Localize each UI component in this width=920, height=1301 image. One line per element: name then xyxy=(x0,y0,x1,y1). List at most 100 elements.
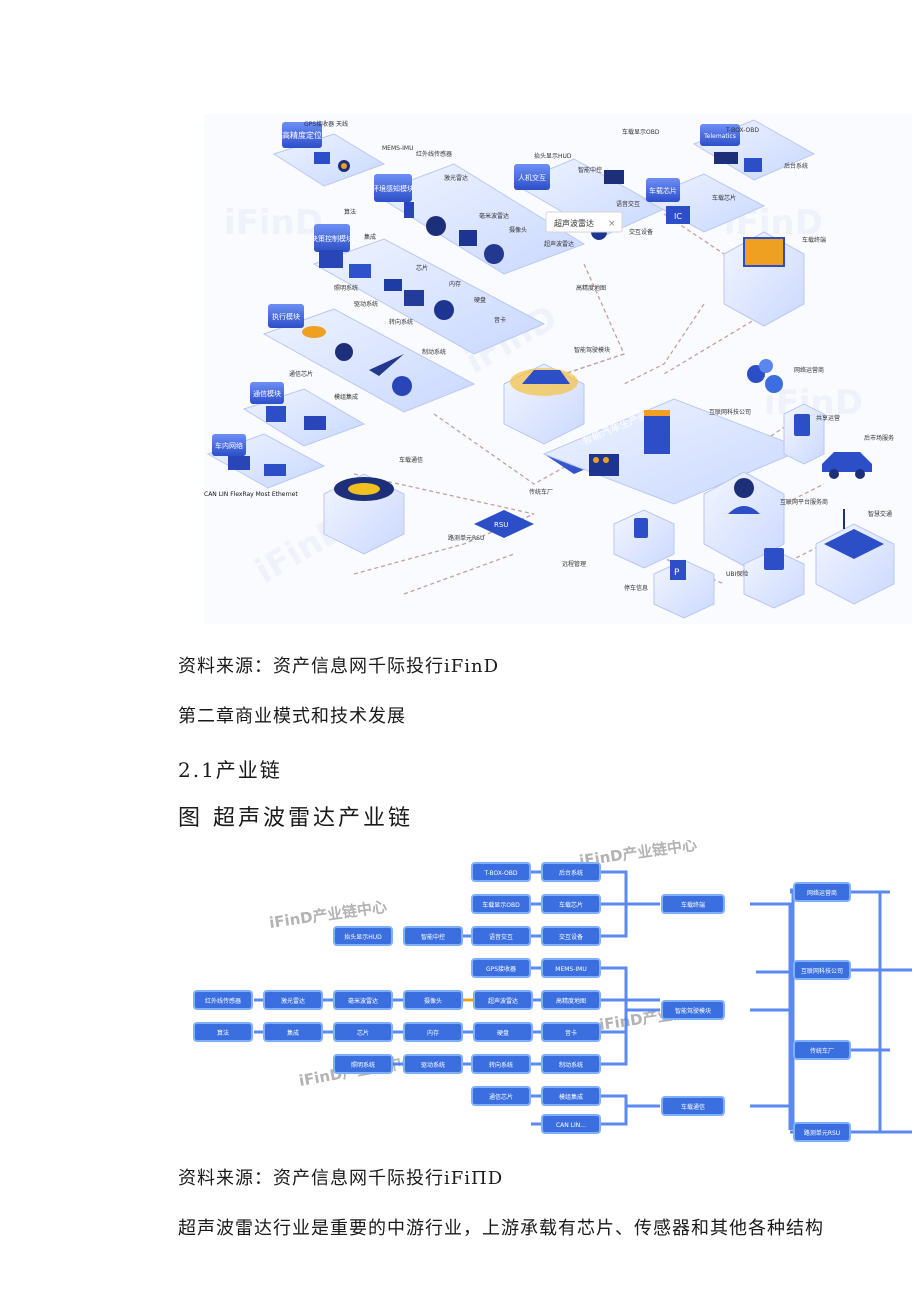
smart-driving-module: 智能驾驶模块 xyxy=(503,346,610,445)
item-label: 集成 xyxy=(364,233,376,241)
item-label: 车载通信 xyxy=(399,456,423,464)
network-operator: 网络运营商 xyxy=(747,359,824,393)
chain-node-label: 驱动系统 xyxy=(421,1061,445,1069)
chain-node: 语音交互 xyxy=(471,926,531,946)
chain-node: 网络运营商 xyxy=(793,882,851,902)
aftermarket-service: 后市场服务 xyxy=(822,434,894,479)
item-label: 硬盘 xyxy=(474,296,486,304)
chain-node: 摄像头 xyxy=(403,990,463,1010)
item-label: 停车信息 xyxy=(624,584,648,592)
item-label: 互联网科技公司 xyxy=(709,408,751,416)
svg-text:P: P xyxy=(674,568,680,578)
chain-node-label: 语音交互 xyxy=(489,933,513,941)
item-label: 互联网平台服务商 xyxy=(780,498,828,506)
chain-node-label: 制动系统 xyxy=(559,1061,583,1069)
chain-node: 车载显示OBD xyxy=(471,894,531,914)
item-label: 后台系统 xyxy=(784,162,808,170)
chain-node: 传统车厂 xyxy=(793,1040,851,1060)
chain-node: 抬头显示HUD xyxy=(333,926,393,946)
smart-traffic: 智慧交通 xyxy=(815,509,895,605)
chain-node-label: 车载显示OBD xyxy=(482,901,520,909)
item-label: GPS接收器 天线 xyxy=(304,120,348,128)
popup-card[interactable]: 超声波雷达 × xyxy=(545,211,623,233)
item-label: 激光雷达 xyxy=(444,174,468,182)
chain-node-label: 智能中控 xyxy=(421,933,445,941)
module-label: 执行模块 xyxy=(272,312,300,321)
module-label: 通信模块 xyxy=(253,389,281,398)
chain-node-label: 模组集成 xyxy=(559,1093,583,1101)
can-bus-box: 车载通信 xyxy=(323,456,423,555)
section-heading: 2.1产业链 xyxy=(178,758,282,782)
chain-node: 红外线传感器 xyxy=(193,990,253,1010)
item-label: 毫米波雷达 xyxy=(479,212,509,220)
item-label: 高精度地图 xyxy=(576,284,606,292)
chain-node: 互联网科技公司 xyxy=(793,960,851,980)
module-label: Telematics xyxy=(703,133,736,140)
parking-info: P 停车信息 xyxy=(624,559,715,619)
chain-node: 路测单元RSU xyxy=(793,1122,851,1142)
chain-node-label: GPS接收器 xyxy=(486,965,516,973)
item-label: 传统车厂 xyxy=(529,488,553,496)
chain-node: 车载芯片 xyxy=(541,894,601,914)
chain-node-label: 智能驾驶模块 xyxy=(675,1007,711,1015)
item-label: 路测单元RSU xyxy=(448,534,484,542)
item-label: 车载芯片 xyxy=(712,194,736,202)
chain-node-label: 内存 xyxy=(427,1029,439,1037)
chain-node: 集成 xyxy=(263,1022,323,1042)
rsu-unit: RSU 路测单元RSU xyxy=(448,510,534,542)
chain-node-label: 通信芯片 xyxy=(489,1093,513,1101)
module-label: 决策控制模块 xyxy=(311,234,353,243)
chain-node-label: 车载通信 xyxy=(681,1103,705,1111)
item-label: MEMS-IMU xyxy=(382,145,413,152)
chain-node: MEMS-IMU xyxy=(541,958,601,978)
chain-node-label: 照明系统 xyxy=(351,1061,375,1069)
chain-node-label: 芯片 xyxy=(357,1029,369,1037)
item-label: 内存 xyxy=(449,280,461,288)
item-label: 语音交互 xyxy=(616,200,640,208)
chain-node: 车载通信 xyxy=(661,1096,725,1116)
module-gps-platform: 高精度定位 GPS接收器 天线 MEMS-IMU xyxy=(272,120,413,187)
item-label: 红外线传感器 xyxy=(416,150,452,158)
chain-node: 智能驾驶模块 xyxy=(661,1000,725,1020)
module-chip-platform: 车载芯片 IC 车载芯片 车载显示OBD xyxy=(622,128,766,233)
item-label: 模组集成 xyxy=(334,393,358,401)
chain-node-label: 后台系统 xyxy=(559,869,583,877)
chain-node-label: 音卡 xyxy=(565,1029,577,1037)
item-label: 照明系统 xyxy=(334,284,358,292)
chain-node: 转向系统 xyxy=(471,1054,531,1074)
chain-node-label: 集成 xyxy=(287,1029,299,1037)
close-icon[interactable]: × xyxy=(608,219,616,229)
item-label: 算法 xyxy=(344,208,356,216)
module-sensing-platform: 环境感知模块 红外线传感器 激光雷达 毫米波雷达 摄像头 超声波雷达 算法 xyxy=(344,150,586,275)
chain-node-label: 抬头显示HUD xyxy=(344,933,382,941)
chain-node-label: MEMS-IMU xyxy=(555,966,586,973)
module-label: 人机交互 xyxy=(518,173,546,182)
chain-node: 激光雷达 xyxy=(263,990,323,1010)
item-label: 共享运营 xyxy=(816,414,840,422)
chain-node: 制动系统 xyxy=(541,1054,601,1074)
chain-node-label: 交互设备 xyxy=(559,933,583,941)
chain-node-label: 硬盘 xyxy=(497,1029,509,1037)
chain-node: 交互设备 xyxy=(541,926,601,946)
item-label: 后市场服务 xyxy=(864,434,894,442)
chain-node: 后台系统 xyxy=(541,862,601,882)
body-paragraph: 超声波雷达行业是重要的中游行业，上游承载有芯片、传感器和其他各种结构 xyxy=(178,1218,824,1239)
source-caption-1: 资料来源：资产信息网千际投行iFinD xyxy=(178,656,500,677)
item-label: 驱动系统 xyxy=(354,300,378,308)
item-label: 转向系统 xyxy=(389,318,413,326)
module-decision-platform: 决策控制模块 集成 芯片 内存 硬盘 音卡 高精度地图 xyxy=(311,224,606,355)
chain-node: 车载终端 xyxy=(661,894,725,914)
item-label: 交互设备 xyxy=(629,228,653,236)
internet-platform-provider: 互联网平台服务商 xyxy=(703,471,828,567)
module-label: 高精度定位 xyxy=(282,130,322,140)
module-telematics-platform: Telematics T-BOX-OBD 后台系统 xyxy=(692,119,816,181)
chain-node-label: 毫米波雷达 xyxy=(348,997,378,1005)
item-label: 超声波雷达 xyxy=(544,240,574,248)
watermark-text: iFinD xyxy=(224,203,323,243)
chain-node: CAN LIN... xyxy=(541,1114,601,1134)
module-hmi-platform: 人机交互 抬头显示HUD 智能中控 语音交互 交互设备 xyxy=(512,152,666,240)
module-execution-platform: 执行模块 照明系统 驱动系统 转向系统 制动系统 xyxy=(262,284,476,413)
chain-node-label: 传统车厂 xyxy=(810,1047,834,1055)
item-label: 智能驾驶模块 xyxy=(574,346,610,354)
chain-node: 通信芯片 xyxy=(471,1086,531,1106)
